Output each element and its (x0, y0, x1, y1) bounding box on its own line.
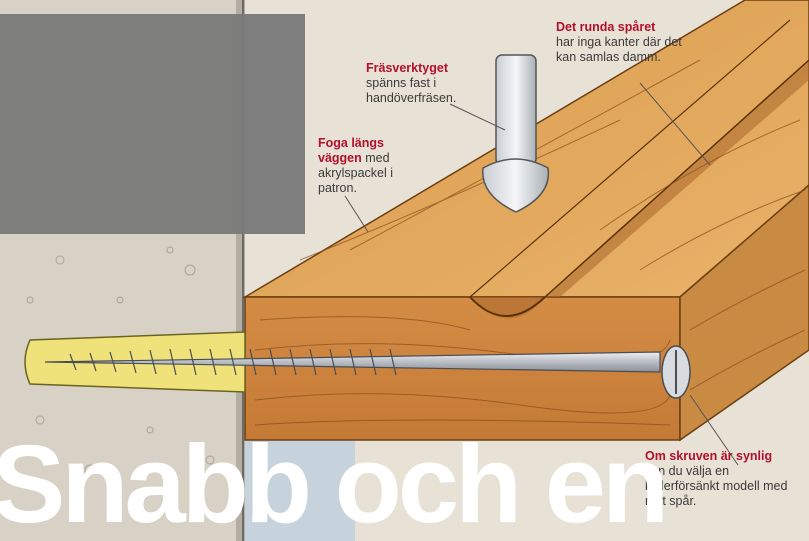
callout-visible-screw-title: Om skruven är synlig (645, 449, 773, 463)
router-bit-shaft (495, 54, 537, 166)
callout-round-groove-title: Det runda spåret (556, 20, 656, 34)
router-bit-head (482, 158, 550, 213)
callout-round-groove-text: har inga kanter där det kan samlas damm. (556, 35, 682, 64)
wall-edge-shadow (236, 0, 245, 541)
gray-overlay-box (0, 14, 305, 234)
callout-router-bit-title: Fräsverktyget (366, 61, 448, 75)
callout-seal-wall-title: Foga längs väggen (318, 136, 384, 165)
callout-seal-wall-text: med akrylspackel i patron. (318, 151, 394, 195)
screw-thread (69, 348, 397, 376)
wall-texture (26, 246, 215, 476)
callout-visible-screw-text: kan du välja en kullerförsänkt modell me… (645, 464, 788, 508)
callout-seal-wall: Foga längs väggen med akrylspackel i pat… (318, 136, 418, 196)
callout-router-bit-text: spänns fast i handöverfräsen. (366, 76, 457, 105)
groove-edge (469, 296, 546, 317)
callout-visible-screw: Om skruven är synlig kan du välja en kul… (645, 449, 795, 509)
callout-round-groove: Det runda spåret har inga kanter där det… (556, 20, 686, 65)
callout-router-bit: Fräsverktyget spänns fast i handöverfräs… (366, 61, 496, 106)
headline: Snabb och en (0, 423, 669, 541)
leader-lines (344, 82, 739, 466)
floor-strip (245, 430, 355, 541)
